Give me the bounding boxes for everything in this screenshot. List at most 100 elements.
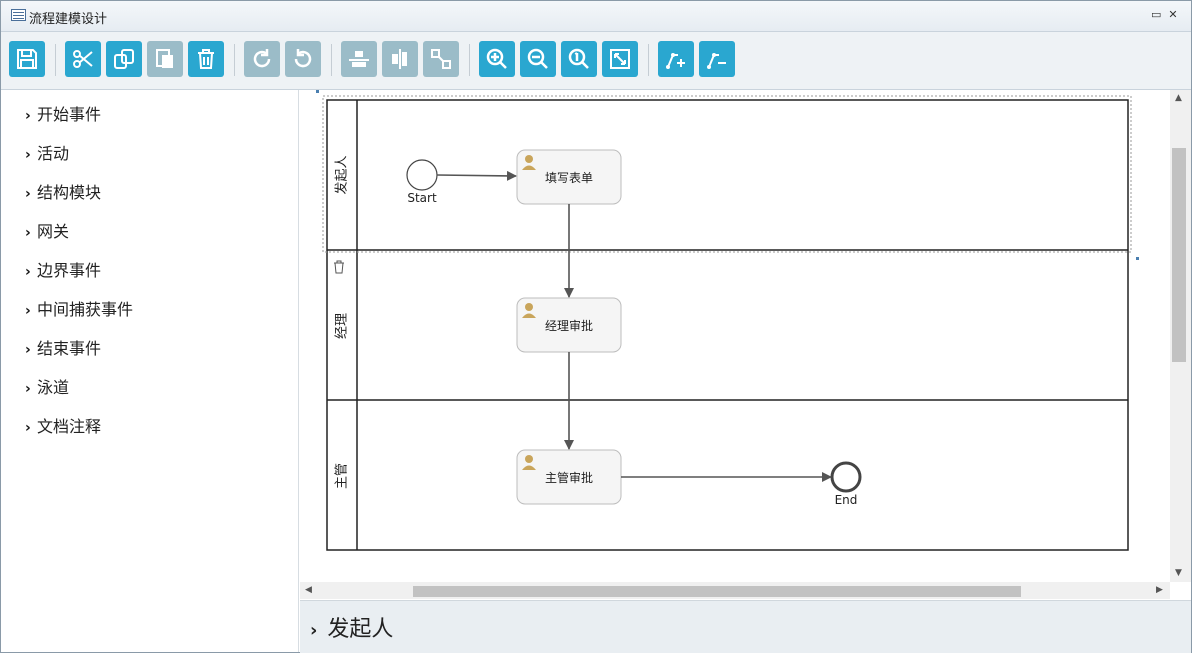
start-event[interactable] — [406, 159, 438, 191]
horizontal-scrollbar[interactable]: ◀ ▶ — [300, 582, 1170, 599]
paste-button[interactable] — [147, 41, 183, 77]
zoom-in-button[interactable] — [479, 41, 515, 77]
cut-button[interactable] — [65, 41, 101, 77]
palette-item-label: 结构模块 — [37, 183, 102, 202]
same-size-icon — [431, 49, 451, 69]
task-label: 填写表单 — [545, 171, 593, 185]
trash-icon — [198, 49, 214, 69]
palette-item-label: 活动 — [37, 144, 70, 163]
zoom-in-icon — [486, 48, 507, 69]
close-icon[interactable]: ✕ — [1168, 8, 1178, 21]
pool[interactable] — [326, 99, 1129, 551]
user-icon — [522, 303, 536, 318]
align-vertical-button[interactable] — [382, 41, 418, 77]
palette-item-gateway[interactable]: › 网关 — [25, 221, 69, 243]
selected-element-label: 发起人 — [327, 617, 394, 642]
selection-handle[interactable] — [316, 90, 319, 93]
chevron-right-icon: › — [25, 108, 31, 124]
palette-item-annotation[interactable]: › 文档注释 — [25, 416, 101, 438]
palette-item-label: 文档注释 — [37, 417, 102, 436]
palette-item-label: 中间捕获事件 — [37, 300, 134, 319]
palette-item-intermediate-catch-event[interactable]: › 中间捕获事件 — [25, 299, 133, 321]
lane-selection-outline — [322, 95, 1132, 253]
toolbar-separator — [234, 44, 235, 76]
delete-button[interactable] — [188, 41, 224, 77]
end-event[interactable] — [830, 461, 862, 493]
minimize-icon[interactable]: ▭ — [1151, 8, 1162, 21]
task-label: 主管审批 — [545, 470, 593, 485]
same-size-button[interactable] — [423, 41, 459, 77]
lane-label[interactable]: 经理 — [335, 313, 350, 339]
lane-label[interactable]: 主管 — [335, 463, 350, 489]
vertical-scrollbar[interactable]: ▲ ▼ — [1170, 90, 1191, 582]
window-title: 流程建模设计 — [29, 12, 108, 27]
start-event-label: Start — [407, 191, 437, 205]
zoom-actual-icon — [568, 48, 589, 69]
chevron-right-icon: › — [25, 225, 31, 241]
palette-item-activity[interactable]: › 活动 — [25, 143, 69, 165]
palette-item-label: 结束事件 — [37, 339, 102, 358]
toolbar-separator — [55, 44, 56, 76]
horizontal-scroll-thumb[interactable] — [413, 586, 1021, 597]
chevron-right-icon: › — [25, 303, 31, 319]
chevron-right-icon: › — [25, 147, 31, 163]
align-vertical-icon — [392, 49, 407, 69]
zoom-fit-icon — [610, 49, 630, 69]
scroll-right-icon[interactable]: ▶ — [1156, 585, 1163, 595]
toolbar — [1, 32, 1191, 90]
align-horizontal-button[interactable] — [341, 41, 377, 77]
scroll-down-icon[interactable]: ▼ — [1175, 568, 1182, 578]
zoom-actual-button[interactable] — [561, 41, 597, 77]
zoom-fit-button[interactable] — [602, 41, 638, 77]
palette-sidebar: ›开始事件 ›活动 ›结构模块 ›网关 ›边界事件 ›中间捕获事件 ›结束事件 … — [1, 90, 299, 652]
save-button[interactable] — [9, 41, 45, 77]
chevron-right-icon: › — [25, 264, 31, 280]
vertical-scroll-thumb[interactable] — [1172, 148, 1186, 362]
align-horizontal-icon — [349, 51, 369, 67]
palette-item-end-event[interactable]: › 结束事件 — [25, 338, 101, 360]
palette-item-start-event[interactable]: › 开始事件 — [25, 104, 101, 126]
palette-item-label: 网关 — [37, 222, 70, 241]
save-icon — [17, 49, 37, 69]
end-event-label: End — [835, 493, 858, 507]
lane-label[interactable]: 发起人 — [334, 155, 350, 194]
title-bar: 流程建模设计 ▭ ✕ — [1, 1, 1191, 32]
trash-icon[interactable] — [334, 260, 344, 274]
toolbar-separator — [469, 44, 470, 76]
task-label: 经理审批 — [545, 318, 593, 333]
zoom-out-icon — [527, 48, 548, 69]
remove-bendpoint-icon — [707, 53, 726, 69]
chevron-right-icon: › — [310, 620, 318, 641]
scroll-left-icon[interactable]: ◀ — [305, 585, 312, 595]
chevron-right-icon: › — [25, 420, 31, 436]
add-bendpoint-button[interactable] — [658, 41, 694, 77]
chevron-right-icon: › — [25, 381, 31, 397]
copy-button[interactable] — [106, 41, 142, 77]
palette-item-label: 泳道 — [37, 378, 70, 397]
diagram-svg: 发起人 经理 主管 Start 填写表单 经理审批 主管审批 End — [316, 90, 1139, 551]
properties-header[interactable]: › 发起人 — [310, 611, 393, 643]
redo-button[interactable] — [244, 41, 280, 77]
toolbar-separator — [331, 44, 332, 76]
zoom-out-button[interactable] — [520, 41, 556, 77]
undo-button[interactable] — [285, 41, 321, 77]
chevron-right-icon: › — [25, 186, 31, 202]
sequence-flow[interactable] — [436, 170, 517, 181]
remove-bendpoint-button[interactable] — [699, 41, 735, 77]
palette-item-boundary-event[interactable]: › 边界事件 — [25, 260, 101, 282]
scissors-icon — [73, 50, 93, 68]
scroll-up-icon[interactable]: ▲ — [1175, 93, 1182, 103]
palette-item-structure[interactable]: › 结构模块 — [25, 182, 101, 204]
selection-handle[interactable] — [1136, 257, 1139, 260]
diagram-canvas[interactable]: 发起人 经理 主管 Start 填写表单 经理审批 主管审批 End — [300, 90, 1170, 582]
palette-item-label: 开始事件 — [37, 105, 102, 124]
undo-icon — [294, 49, 312, 68]
copy-icon — [114, 49, 134, 69]
palette-item-swimlane[interactable]: › 泳道 — [25, 377, 69, 399]
toolbar-separator — [648, 44, 649, 76]
palette-item-label: 边界事件 — [37, 261, 102, 280]
redo-icon — [253, 49, 271, 68]
chevron-right-icon: › — [25, 342, 31, 358]
properties-panel: › 发起人 — [300, 600, 1191, 653]
